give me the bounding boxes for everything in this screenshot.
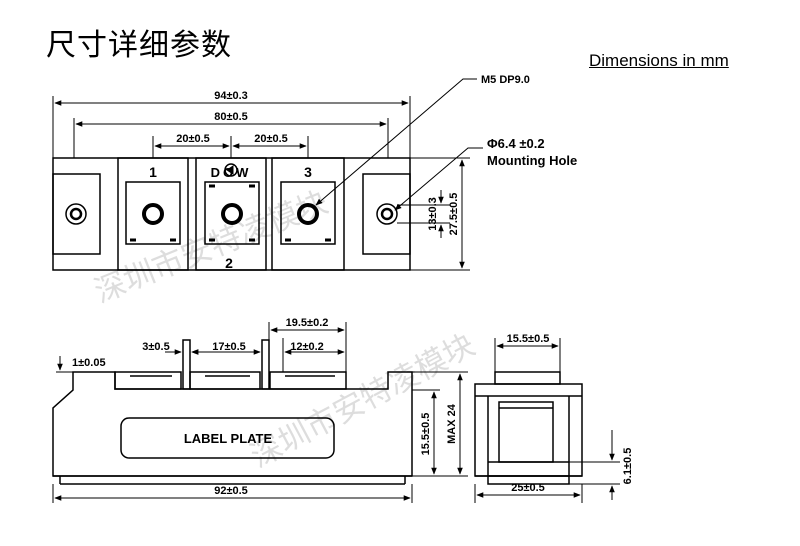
- dim-base-length: 92±0.5: [214, 485, 248, 497]
- terminal-screw-2: [221, 203, 243, 225]
- side-view: [52, 339, 413, 485]
- terminal-pad-3: [280, 181, 336, 245]
- dim-body-height-top: 27.5±0.5: [448, 193, 460, 236]
- dim-overall-width: 94±0.3: [214, 90, 248, 102]
- dim-tab-span: 19.5±0.2: [286, 317, 329, 329]
- terminal-screw-1: [142, 203, 164, 225]
- dim-terminal-span: 80±0.5: [214, 111, 248, 123]
- dim-max-height: MAX 24: [446, 403, 458, 444]
- end-top-block: [494, 371, 561, 385]
- hole-callout: Φ6.4 ±0.2: [487, 136, 545, 151]
- right-end-tab: [362, 173, 411, 255]
- dim-hole-spacing: 13±0.3: [427, 197, 439, 231]
- hole-label: Mounting Hole: [487, 153, 577, 168]
- dim-tab-width-a: 3±0.5: [142, 341, 169, 353]
- terminal-label-1: 1: [149, 164, 157, 180]
- terminal-screw-3: [297, 203, 319, 225]
- dim-base-thickness: 1±0.05: [72, 357, 106, 369]
- side-tab-right: [261, 339, 270, 390]
- mounting-hole-left: [65, 203, 87, 225]
- mounting-hole-right: [376, 203, 398, 225]
- label-plate: [120, 417, 335, 459]
- terminal-pad-2: [204, 181, 260, 245]
- end-view: [474, 371, 583, 485]
- dim-side-body-height: 15.5±0.5: [420, 413, 432, 456]
- dim-end-top-width: 15.5±0.5: [507, 333, 550, 345]
- terminal-label-3: 3: [304, 164, 312, 180]
- end-inner-terminal: [498, 401, 554, 463]
- side-tab-left: [182, 339, 191, 390]
- screw-callout: M5 DP9.0: [481, 74, 530, 86]
- page-title: 尺寸详细参数: [46, 28, 232, 63]
- dim-tab-width-c: 12±0.2: [290, 341, 324, 353]
- terminal-label-2: 2: [225, 255, 233, 271]
- dim-pitch-left: 20±0.5: [176, 133, 210, 145]
- brand-logo: DOW: [211, 165, 252, 180]
- dim-end-step-height: 6.1±0.5: [622, 448, 634, 485]
- dim-end-base-width: 25±0.5: [511, 482, 545, 494]
- dim-tab-width-b: 17±0.5: [212, 341, 246, 353]
- label-plate-text: LABEL PLATE: [184, 431, 273, 446]
- end-base-plate: [487, 475, 570, 485]
- dim-pitch-right: 20±0.5: [254, 133, 288, 145]
- left-end-tab: [52, 173, 101, 255]
- watermark-2: 深圳市安特凌模块: [245, 327, 481, 475]
- terminal-pad-1: [125, 181, 181, 245]
- units-note: Dimensions in mm: [589, 51, 729, 70]
